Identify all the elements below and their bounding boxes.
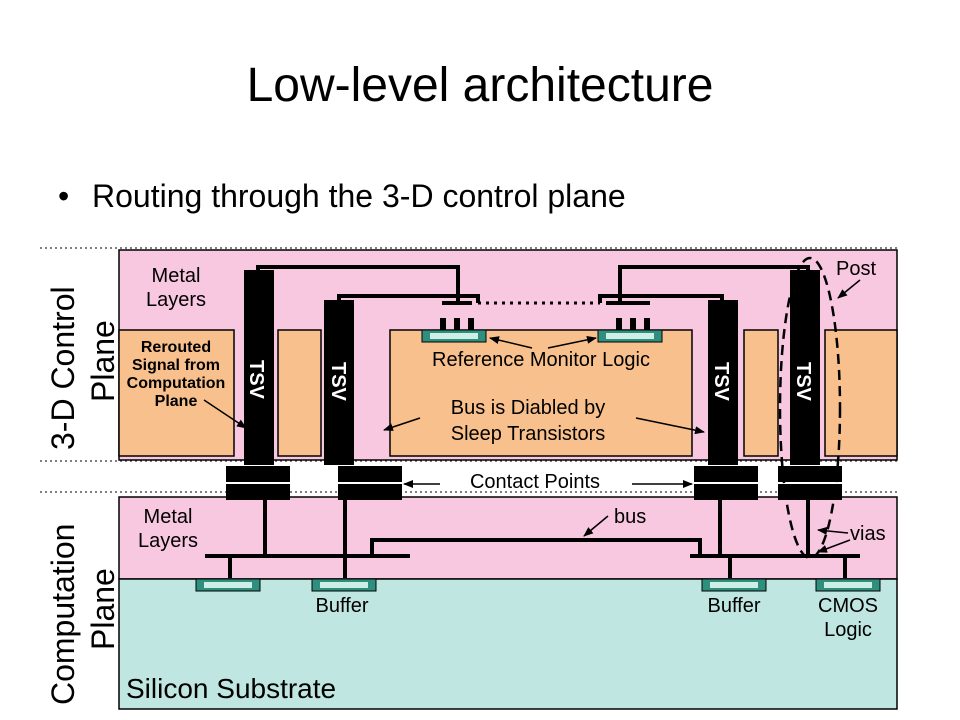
slide-title: Low-level architecture: [246, 59, 714, 112]
orange-block-5: [824, 329, 898, 457]
bullet-text: Routing through the 3-D control plane: [92, 178, 626, 214]
bullet-dot: •: [58, 178, 70, 214]
reference-monitor-label: Reference Monitor Logic: [432, 349, 650, 371]
arrow-bus-disabled-left: [383, 417, 421, 431]
control-plane-label-2: Plane: [85, 320, 121, 402]
arrow-monitor-right: [547, 335, 597, 349]
cmos-logic-label-2: Logic: [824, 619, 872, 641]
computation-plane-label-1: Computation: [45, 524, 81, 705]
arrow-post: [837, 279, 861, 299]
arrow-rerouted: [203, 399, 247, 429]
cmos-logic-device: [815, 578, 881, 592]
tsv-1: TSV: [226, 270, 290, 500]
bus-disabled-line-1: Bus is Diabled by: [451, 397, 606, 419]
rerouted-signal-block: [118, 329, 235, 457]
reference-monitor-block: [389, 329, 693, 457]
buffer-left-label: Buffer: [316, 595, 369, 617]
cmos-logic-label-1: CMOS: [818, 595, 878, 617]
arrow-bus: [583, 515, 609, 537]
bus-label: bus: [614, 506, 646, 528]
rerouted-line-2: Signal from: [132, 357, 220, 374]
buffer-left-device: [311, 578, 377, 592]
control-plane-label-1: 3-D Control: [45, 286, 81, 450]
arrow-monitor-left: [489, 336, 533, 349]
metal-layers-bottom-1: Metal: [144, 506, 193, 528]
buffer-right-label: Buffer: [708, 595, 761, 617]
post-highlight: [778, 256, 842, 560]
bus-disabled-line-2: Sleep Transistors: [451, 423, 606, 445]
rerouted-line-4: Plane: [155, 393, 198, 410]
vias-label: vias: [850, 523, 886, 545]
computation-wiring: [205, 500, 860, 578]
tsv-2-label: TSV: [327, 362, 349, 402]
metal-layers-top-1: Metal: [152, 265, 201, 287]
tsv-1-label: TSV: [245, 360, 267, 400]
post-label: Post: [836, 258, 876, 280]
tsv-3-label: TSV: [710, 362, 732, 402]
orange-block-4: [743, 329, 779, 457]
control-wiring: [256, 265, 810, 305]
rerouted-line-3: Computation: [127, 375, 226, 392]
bullet-item: • Routing through the 3-D control plane: [58, 178, 626, 215]
tsv-4: TSV: [778, 270, 842, 500]
substrate-device-1: [195, 578, 261, 592]
monitor-device-right: [597, 318, 663, 343]
metal-layers-top-2: Layers: [146, 289, 206, 311]
contact-points-label: Contact Points: [470, 471, 600, 493]
arrow-vias-1: [817, 526, 849, 535]
computation-plane-label-2: Plane: [85, 568, 121, 650]
metal-layers-bottom-2: Layers: [138, 530, 198, 552]
buffer-right-device: [701, 578, 767, 592]
arrow-vias-2: [817, 539, 851, 553]
orange-block-2: [277, 329, 322, 457]
arrow-bus-disabled-right: [635, 417, 705, 435]
tsv-4-label: TSV: [792, 362, 814, 402]
silicon-substrate-label: Silicon Substrate: [126, 673, 336, 704]
rerouted-line-1: Rerouted: [141, 339, 211, 356]
silicon-substrate: [118, 578, 898, 710]
monitor-device-left: [421, 318, 487, 343]
